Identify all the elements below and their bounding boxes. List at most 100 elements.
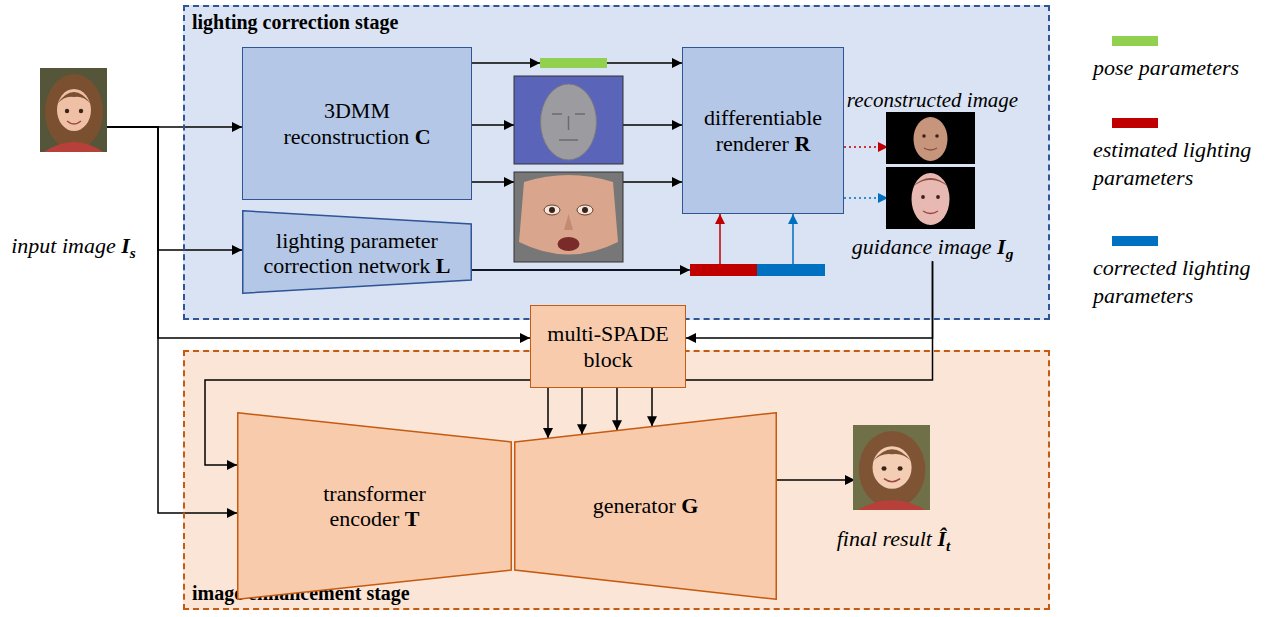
eye xyxy=(577,205,593,215)
eye xyxy=(935,134,939,138)
trapezoid-shape xyxy=(515,413,777,600)
image-caption: reconstructed image xyxy=(847,88,1018,112)
stage-fill xyxy=(183,5,1050,320)
eye xyxy=(936,195,940,199)
image-caption: input image Is xyxy=(11,233,136,258)
image-frame: final result Ît xyxy=(855,427,932,512)
math-subscript: g xyxy=(1006,245,1014,262)
flow-arrow xyxy=(547,388,549,438)
shirt xyxy=(858,500,926,510)
face xyxy=(57,89,91,131)
math-symbol: Is xyxy=(121,233,136,258)
mouth xyxy=(923,211,938,214)
legend-item: estimated lighting parameters xyxy=(1093,118,1281,191)
flow-arrow xyxy=(844,146,888,148)
math-symbol: G xyxy=(681,493,698,518)
photo-ground xyxy=(40,68,107,152)
mouth xyxy=(558,237,580,251)
legend-label: pose parameters xyxy=(1093,54,1281,82)
photo-ground xyxy=(886,167,975,229)
reconstructed-photo xyxy=(886,112,975,164)
mouth xyxy=(924,148,937,150)
network-block: lighting parameter correction network L xyxy=(242,210,472,297)
flow-arrow xyxy=(844,197,888,199)
flow-arrow xyxy=(686,261,933,338)
caption-holder: input image Is xyxy=(11,233,136,258)
face-texture xyxy=(519,175,618,255)
image-caption: guidance image Ig xyxy=(852,234,1014,259)
network-block: transformer encoder T xyxy=(237,412,512,600)
bangs xyxy=(57,92,91,104)
network-label: transformer encoder T xyxy=(300,481,450,532)
math-subscript: t xyxy=(946,537,950,554)
caption-holder: final result Ît xyxy=(837,526,950,551)
nose xyxy=(564,214,573,230)
hair xyxy=(859,431,926,508)
eye xyxy=(922,134,926,138)
legend-label: estimated lighting parameters xyxy=(1093,136,1281,191)
math-symbol: Ig xyxy=(997,234,1013,259)
flow-arrow xyxy=(107,127,237,513)
hair xyxy=(45,74,103,150)
hair xyxy=(912,178,949,187)
eye xyxy=(65,109,69,113)
trapezoid-shape xyxy=(243,211,472,294)
wire xyxy=(471,269,682,271)
process-box: 3DMM reconstruction C xyxy=(242,47,472,200)
mouth xyxy=(884,479,900,482)
arrow-head xyxy=(504,120,514,130)
guidance-photo xyxy=(886,167,975,229)
math-symbol: T xyxy=(405,506,420,531)
math-symbol: R xyxy=(794,131,810,156)
face-mesh xyxy=(541,84,597,160)
trapezoid-shape xyxy=(238,413,512,600)
stage-heading: lighting correction stage xyxy=(192,11,398,34)
stage-fill xyxy=(183,350,1050,610)
math-symbol: L xyxy=(436,253,451,278)
math-symbol: C xyxy=(415,124,431,149)
texture-image xyxy=(514,172,623,262)
eye xyxy=(79,109,83,113)
flow-arrow xyxy=(107,127,242,250)
lighting-bar xyxy=(757,264,825,276)
network-label: generator G xyxy=(593,493,699,518)
arrow-head xyxy=(680,265,690,275)
image-frame: reconstructed image xyxy=(888,114,977,166)
process-box: differentiable renderer R xyxy=(682,47,844,214)
photo-ground xyxy=(853,425,930,510)
mesh-lines xyxy=(552,114,585,140)
math-subscript: s xyxy=(130,244,136,261)
process-box-label: differentiable renderer R xyxy=(691,105,836,156)
math-symbol: I xyxy=(997,234,1006,259)
arrow-head xyxy=(530,58,540,68)
legend-label: corrected lighting parameters xyxy=(1093,254,1281,309)
face xyxy=(912,173,950,225)
legend-swatch xyxy=(1112,118,1158,128)
legend-swatch xyxy=(1112,36,1158,46)
network-block: generator G xyxy=(514,412,777,600)
legend-item: pose parameters xyxy=(1093,36,1281,82)
math-symbol: Î xyxy=(937,526,946,551)
input-photo xyxy=(40,68,107,152)
network-label: lighting parameter correction network L xyxy=(255,228,460,279)
shirt xyxy=(44,142,103,152)
eye xyxy=(921,195,925,199)
eye xyxy=(881,466,886,470)
result-photo xyxy=(853,425,930,510)
flow-arrow xyxy=(777,479,855,481)
flow-arrow xyxy=(651,388,653,426)
eye xyxy=(544,205,560,215)
image-frame: guidance image Ig xyxy=(888,169,977,261)
math-symbol: I xyxy=(121,233,130,258)
mesh-ground xyxy=(514,76,623,164)
caption-holder: reconstructed image xyxy=(847,88,1018,112)
eye xyxy=(898,466,903,470)
flow-arrow xyxy=(616,388,618,430)
mouth xyxy=(67,121,81,124)
heading-holder: lighting correction stage xyxy=(192,11,398,34)
mesh-image xyxy=(514,76,623,164)
image-caption: final result Ît xyxy=(837,526,950,551)
pupil xyxy=(582,207,588,213)
arrow-head xyxy=(504,177,514,187)
